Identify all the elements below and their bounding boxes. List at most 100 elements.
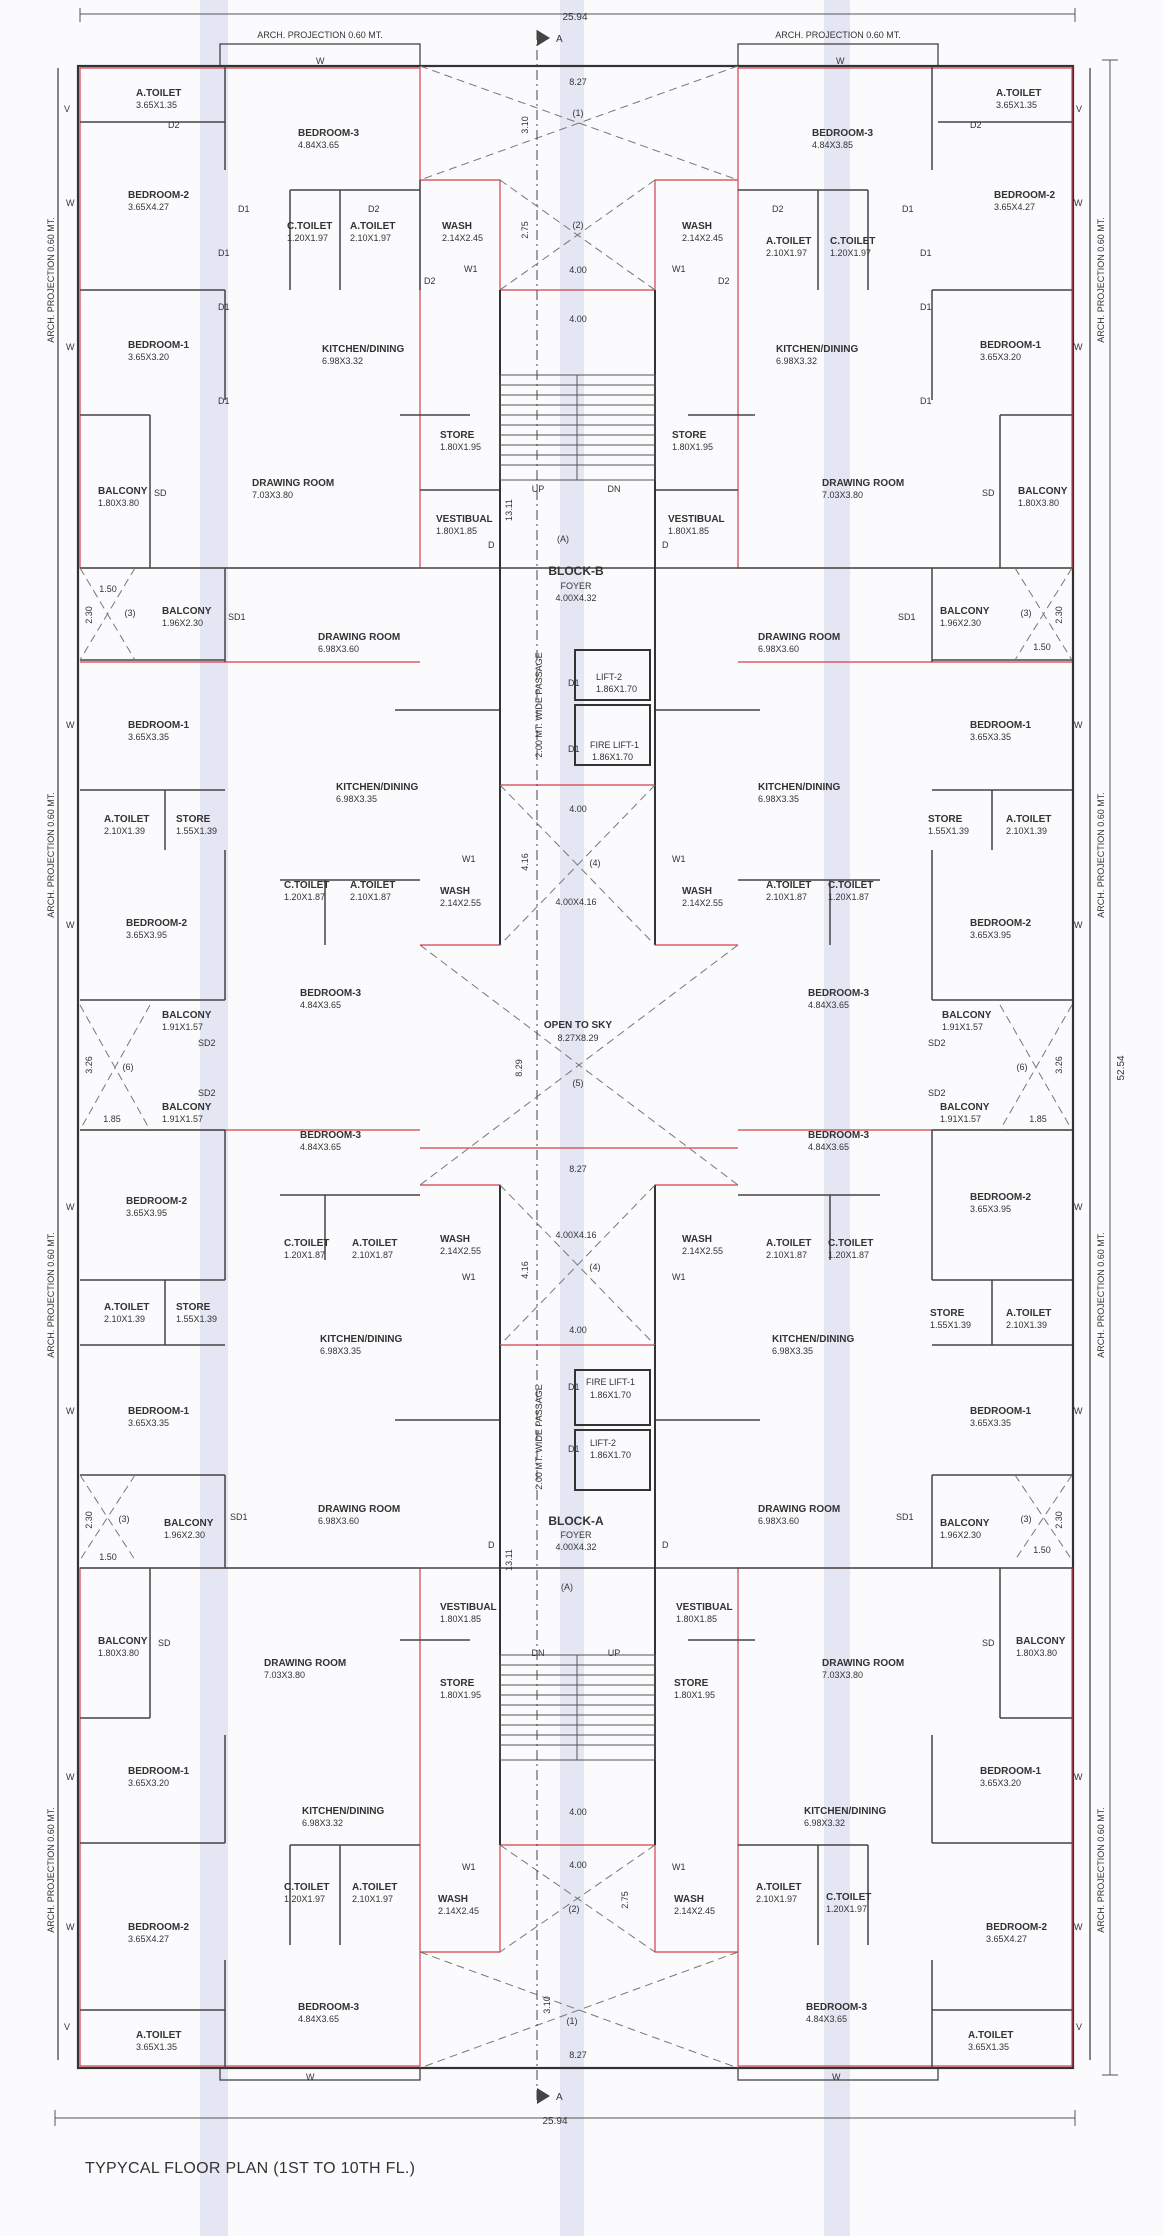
room-dim: 2.14X2.45 — [442, 233, 483, 243]
drawing-title: TYPYCAL FLOOR PLAN (1ST TO 10TH FL.) — [85, 2160, 416, 2177]
room-dim: 1.80X3.80 — [98, 1648, 139, 1658]
room-name: C.TOILET — [287, 221, 332, 232]
tag: W — [66, 1202, 75, 1212]
cut-mark-a-top: (A) — [557, 534, 569, 544]
room-name: A.TOILET — [766, 1238, 811, 1249]
tag: W — [1074, 1922, 1083, 1932]
room-name: WASH — [440, 1234, 470, 1245]
room-name: BEDROOM-2 — [970, 918, 1032, 929]
tag: SD1 — [898, 612, 916, 622]
tag: W1 — [462, 1272, 476, 1282]
room-dim: 3.65X1.35 — [136, 2042, 177, 2052]
room-name: A.TOILET — [350, 880, 395, 891]
room-dim: 3.65X3.35 — [970, 1418, 1011, 1428]
tag: W — [1074, 1772, 1083, 1782]
tag: W — [1074, 198, 1083, 208]
room-dim: 2.14X2.45 — [438, 1906, 479, 1916]
dim-150-a: 1.50 — [99, 584, 117, 594]
tag: SD — [982, 488, 995, 498]
dim-150-c: 1.50 — [99, 1552, 117, 1562]
cut-mark-2-bottom: (2) — [569, 1904, 580, 1914]
block-b-lift-2-dim: 1.86X1.70 — [596, 684, 637, 694]
room-dim: 1.96X2.30 — [940, 1530, 981, 1540]
room-name: BALCONY — [98, 1636, 148, 1647]
arch-projection-left-2: ARCH. PROJECTION 0.60 MT. — [46, 792, 56, 918]
outer-walls — [76, 64, 1075, 2070]
room-dim: 2.14X2.55 — [682, 898, 723, 908]
room-dim: 4.84X3.65 — [300, 1142, 341, 1152]
room-name: DRAWING ROOM — [264, 1658, 346, 1669]
tag: W — [66, 720, 75, 730]
dim-230-b: 2.30 — [1054, 606, 1064, 624]
room-name: BALCONY — [1016, 1636, 1066, 1647]
room-dim: 2.10X1.39 — [1006, 826, 1047, 836]
room-dim: 2.10X1.39 — [104, 826, 145, 836]
arch-projection-right-1: ARCH. PROJECTION 0.60 MT. — [1096, 217, 1106, 343]
room-name: BEDROOM-1 — [980, 1766, 1042, 1777]
arch-projection-right-2: ARCH. PROJECTION 0.60 MT. — [1096, 792, 1106, 918]
room-dim: 1.80X1.95 — [440, 442, 481, 452]
cut-mark-a-bottom: (A) — [561, 1582, 573, 1592]
room-dim: 7.03X3.80 — [264, 1670, 305, 1680]
tag: W1 — [672, 1272, 686, 1282]
tag: W — [1074, 720, 1083, 730]
room-dim: 6.98X3.60 — [318, 1516, 359, 1526]
overall-width-bottom: 25.94 — [542, 2116, 567, 2127]
room-dim: 1.20X1.87 — [284, 892, 325, 902]
block-b-foyer-dim: 4.00X4.32 — [555, 593, 596, 603]
dim-185-b: 1.85 — [1029, 1114, 1047, 1124]
room-dim: 4.84X3.65 — [808, 1000, 849, 1010]
dim-185-a: 1.85 — [103, 1114, 121, 1124]
room-dim: 2.10X1.87 — [352, 1250, 393, 1260]
room-name: WASH — [438, 1894, 468, 1905]
room-name: BALCONY — [940, 606, 990, 617]
room-dim: 7.03X3.80 — [822, 1670, 863, 1680]
dim-230-d: 2.30 — [1054, 1511, 1064, 1529]
room-dim: 1.91X1.57 — [162, 1114, 203, 1124]
tag: W1 — [672, 264, 686, 274]
dim-829: 8.29 — [514, 1059, 524, 1077]
room-dim: 2.10X1.87 — [350, 892, 391, 902]
tag: SD1 — [230, 1512, 248, 1522]
room-name: BALCONY — [940, 1518, 990, 1529]
room-labels: A.TOILET 3.65X1.35 BEDROOM-3 4.84X3.65 B… — [98, 88, 1068, 2052]
room-dim: 3.65X3.35 — [128, 1418, 169, 1428]
cut-mark-2-top: (2) — [573, 220, 584, 230]
dim-310-top: 3.10 — [520, 116, 530, 134]
room-dim: 1.91X1.57 — [942, 1022, 983, 1032]
room-name: C.TOILET — [284, 880, 329, 891]
dim-827-bottom: 8.27 — [569, 2050, 587, 2060]
arch-projection-left-4: ARCH. PROJECTION 0.60 MT. — [46, 1807, 56, 1933]
room-name: C.TOILET — [828, 880, 873, 891]
room-dim: 6.98X3.32 — [776, 356, 817, 366]
tag: D1 — [218, 248, 230, 258]
room-name: BEDROOM-1 — [128, 1766, 190, 1777]
room-name: BEDROOM-3 — [812, 128, 874, 139]
room-dim: 3.65X3.35 — [128, 732, 169, 742]
dim-400-a: 4.00 — [569, 265, 587, 275]
room-dim: 2.10X1.87 — [766, 892, 807, 902]
room-name: A.TOILET — [136, 88, 181, 99]
tag: W — [66, 198, 75, 208]
room-dim: 2.14X2.55 — [682, 1246, 723, 1256]
dim-400-b: 4.00 — [569, 314, 587, 324]
room-name: STORE — [440, 1678, 475, 1689]
tag: SD1 — [228, 612, 246, 622]
room-name: STORE — [672, 430, 707, 441]
room-dim: 3.65X3.20 — [980, 1778, 1021, 1788]
room-dim: 1.96X2.30 — [940, 618, 981, 628]
block-a-foyer-dim: 4.00X4.32 — [555, 1542, 596, 1552]
room-name: A.TOILET — [968, 2030, 1013, 2041]
block-a-fire-lift: FIRE LIFT-1 — [586, 1377, 635, 1387]
room-name: BEDROOM-1 — [970, 1406, 1032, 1417]
room-dim: 1.80X1.85 — [436, 526, 477, 536]
tag: W1 — [672, 1862, 686, 1872]
room-dim: 6.98X3.32 — [322, 356, 363, 366]
block-b-fire-lift-dim: 1.86X1.70 — [592, 752, 633, 762]
room-name: BEDROOM-3 — [298, 128, 360, 139]
staircase-bottom — [499, 1654, 656, 1761]
room-name: BEDROOM-1 — [128, 340, 190, 351]
room-name: DRAWING ROOM — [822, 1658, 904, 1669]
tag: SD2 — [928, 1038, 946, 1048]
section-mark-top: A — [556, 34, 563, 45]
